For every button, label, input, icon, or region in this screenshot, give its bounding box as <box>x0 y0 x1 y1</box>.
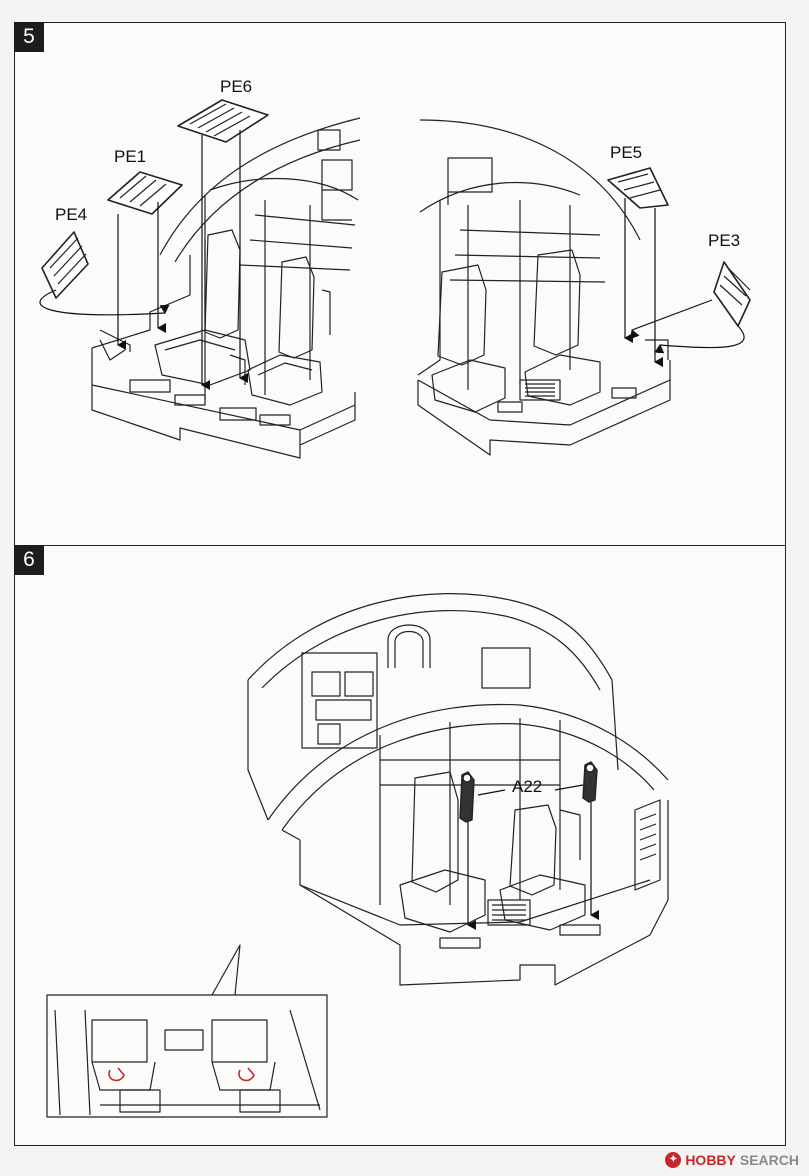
assembled-cockpit <box>247 593 669 986</box>
watermark-hobby: HOBBY <box>685 1152 736 1168</box>
step-5-panel: 5 <box>14 22 786 546</box>
label-a22: A22 <box>512 777 542 796</box>
pe1-part <box>107 171 183 215</box>
hobbysearch-watermark: ✦ HOBBY SEARCH <box>665 1152 799 1168</box>
pe4-part <box>41 231 89 299</box>
label-pe4: PE4 <box>55 205 87 224</box>
hobbysearch-logo-icon: ✦ <box>665 1152 682 1168</box>
left-cockpit-assembly <box>91 117 361 459</box>
right-cockpit-assembly <box>417 119 671 456</box>
assembly-arrows <box>39 130 745 930</box>
a22-parts <box>459 761 598 823</box>
label-pe1: PE1 <box>114 147 146 166</box>
pe6-part <box>177 99 269 143</box>
step-6-number: 6 <box>14 545 44 575</box>
pe5-part <box>607 167 669 209</box>
step-5-number: 5 <box>14 22 44 52</box>
label-pe6: PE6 <box>220 77 252 96</box>
label-pe3: PE3 <box>708 231 740 250</box>
detail-inset <box>46 944 328 1118</box>
label-pe5: PE5 <box>610 143 642 162</box>
watermark-search: SEARCH <box>739 1152 799 1168</box>
pe3-part <box>713 261 751 327</box>
